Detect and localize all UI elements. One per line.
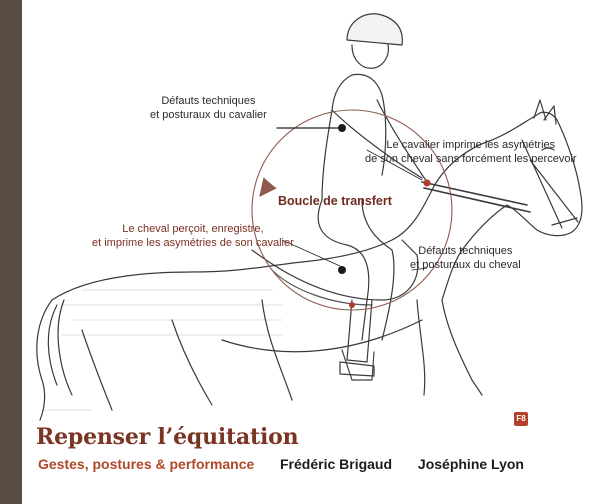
callout-horse-faults: Défauts techniques et posturaux du cheva… xyxy=(410,244,521,272)
callout-horse-perceives: Le cheval perçoit, enregistre, et imprim… xyxy=(92,222,294,250)
callout-rider-imprints: Le cavalier imprime les asymétries de so… xyxy=(365,138,577,166)
transfer-loop-label: Boucle de transfert xyxy=(278,194,392,208)
author-name: Joséphine Lyon xyxy=(417,456,524,472)
book-subtitle: Gestes, postures & performance xyxy=(38,456,255,472)
callout-line: de son cheval sans forcément les percevo… xyxy=(365,153,577,165)
book-spine xyxy=(0,0,22,504)
book-title: Repenser l’équitation xyxy=(36,424,299,450)
publisher-logo: F8 xyxy=(514,412,528,426)
horse-rider-illustration xyxy=(36,13,583,421)
author-name: Frédéric Brigaud xyxy=(280,456,393,472)
callout-line: Le cavalier imprime les asymétries xyxy=(386,139,556,151)
callout-line: et posturaux du cavalier xyxy=(150,109,267,121)
callout-line: Défauts techniques xyxy=(418,245,513,257)
callout-line: et posturaux du cheval xyxy=(410,259,521,271)
callout-rider-faults: Défauts techniques et posturaux du caval… xyxy=(150,94,267,122)
callout-line: Défauts techniques xyxy=(161,95,256,107)
callout-line: Le cheval perçoit, enregistre, xyxy=(122,223,264,235)
authors: Frédéric Brigaud Joséphine Lyon xyxy=(280,456,546,472)
callout-line: et imprime les asymétries de son cavalie… xyxy=(92,237,294,249)
